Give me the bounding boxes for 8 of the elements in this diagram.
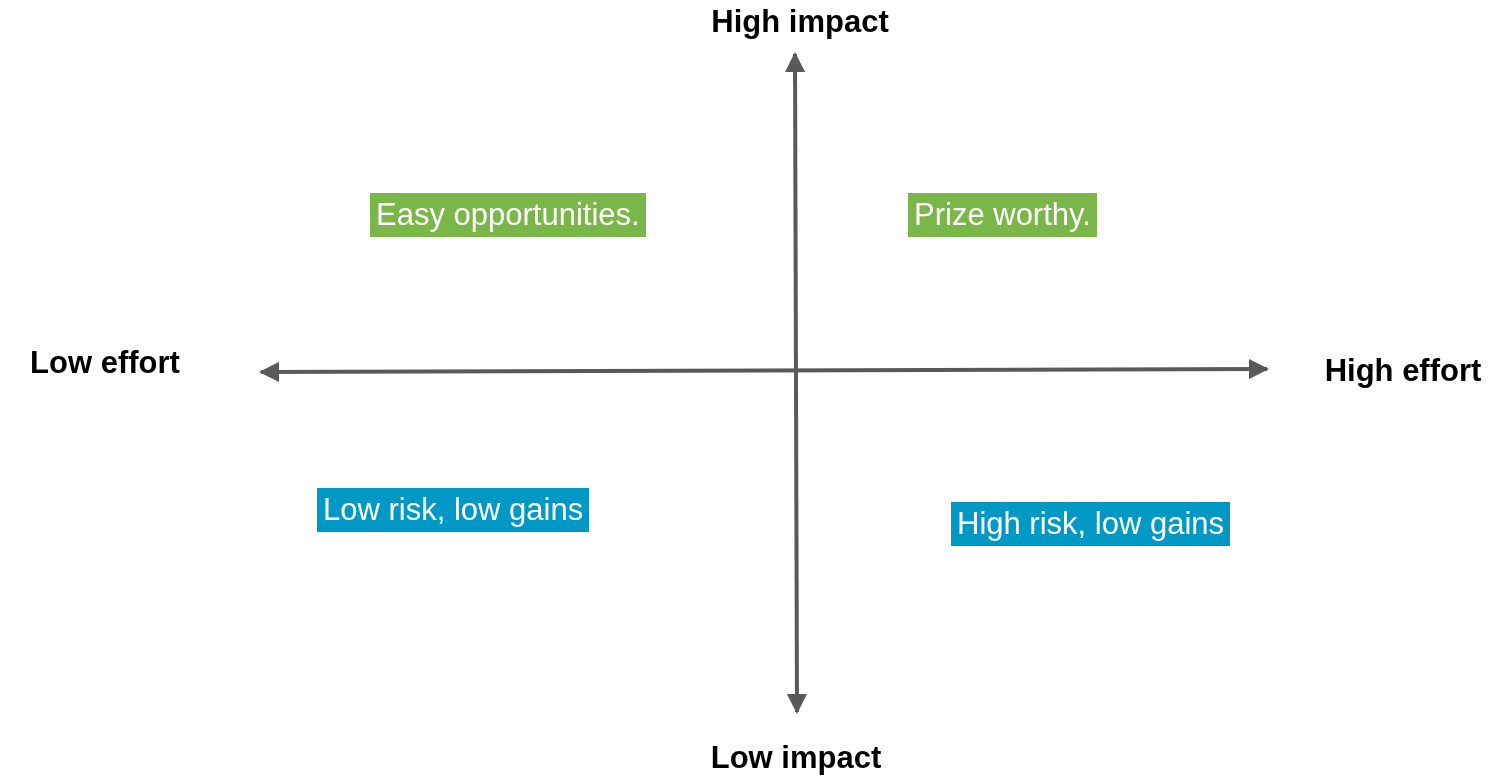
axis-label: Low impact: [710, 740, 882, 776]
quadrant-label: Low risk, low gains: [317, 488, 590, 532]
axis-label: High effort: [1324, 353, 1482, 389]
axis-label: Low effort: [30, 345, 180, 381]
quadrant-label: Easy opportunities.: [370, 193, 646, 237]
axis-label: High impact: [711, 4, 889, 40]
quadrant-label: Prize worthy.: [908, 193, 1097, 237]
quadrant-label: High risk, low gains: [951, 502, 1231, 546]
